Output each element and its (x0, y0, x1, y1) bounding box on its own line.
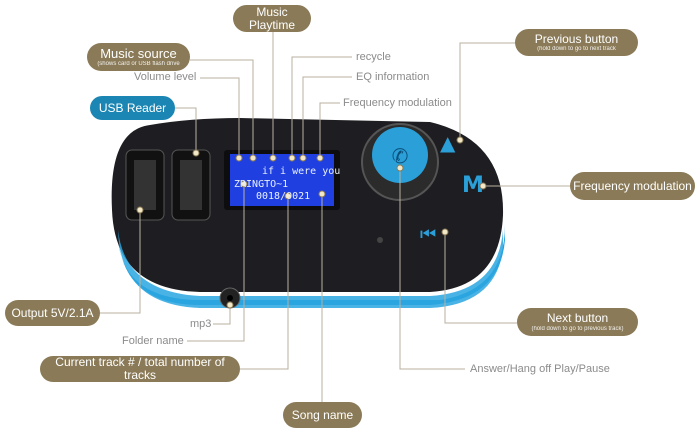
label-usb-reader: USB Reader (90, 96, 175, 120)
label-answer-play-pause: Answer/Hang off Play/Pause (470, 363, 610, 375)
label-folder-name: Folder name (122, 335, 184, 347)
m-button-icon: M (462, 173, 484, 198)
label-music-source: Music source(shows card or USB flash dri… (87, 43, 190, 71)
label-recycle: recycle (356, 51, 391, 63)
label-song-name: Song name (283, 402, 362, 428)
lcd-screen (230, 154, 334, 206)
label-current-track: Current track # / total number of tracks (40, 356, 240, 382)
label-eq-information: EQ information (356, 71, 430, 83)
svg-text:✆: ✆ (392, 144, 409, 168)
label-frequency-modulation-right: Frequency modulation (570, 172, 695, 200)
lcd-song: if i were you (262, 166, 341, 177)
lcd-track: 0018/0021 (256, 191, 311, 202)
leader-lines (100, 32, 570, 402)
lcd-folder: ZRINGTO~1 (234, 179, 289, 190)
label-previous-button: Previous button(hold down to go to next … (515, 29, 638, 56)
label-frequency-modulation-top: Frequency modulation (343, 97, 452, 109)
label-output: Output 5V/2.1A (5, 300, 100, 326)
callout-dots (136, 136, 487, 309)
next-button-icon: ⏮ (420, 224, 436, 245)
label-volume-level: Volume level (134, 71, 197, 83)
label-next-button: Next button(hold down to go to previous … (517, 308, 638, 336)
label-music-playtime: Music Playtime (233, 5, 311, 32)
previous-button-icon: ▲ (440, 131, 456, 155)
label-mp3: mp3 (190, 318, 212, 330)
